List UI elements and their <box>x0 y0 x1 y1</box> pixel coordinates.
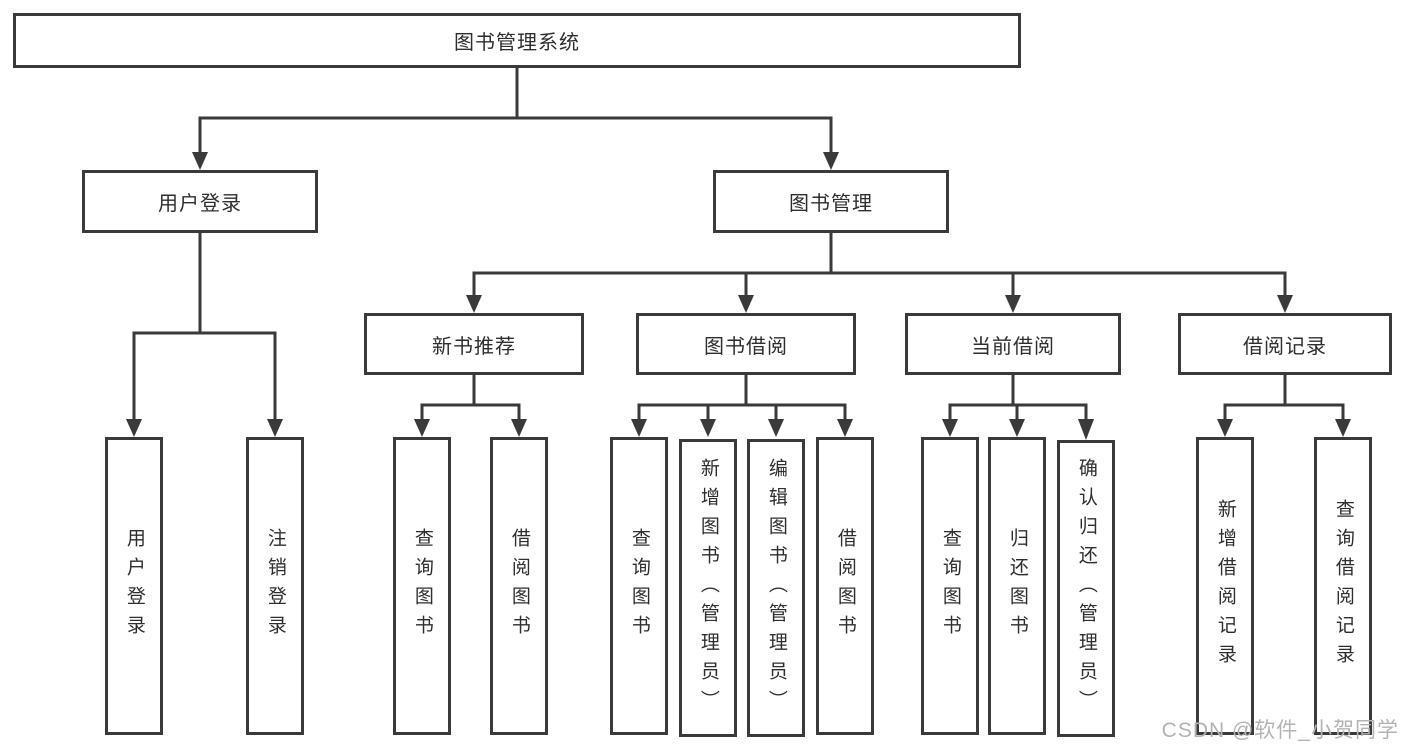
leaf-recommend-borrow-books-label: 借阅图书 <box>508 528 530 644</box>
node-book-management: 图书管理 <box>713 170 949 233</box>
leaf-records-add-record-label: 新增借阅记录 <box>1214 499 1236 673</box>
leaf-current-query-books: 查询图书 <box>921 437 979 735</box>
leaf-current-confirm-return-admin-label: 确认归还（管理员） <box>1075 458 1097 719</box>
leaf-borrow-edit-books-admin: 编辑图书（管理员） <box>747 439 805 737</box>
node-current-borrow: 当前借阅 <box>905 313 1121 375</box>
leaf-logout-label: 注销登录 <box>264 528 286 644</box>
leaf-recommend-query-books: 查询图书 <box>393 437 451 735</box>
node-user-login-label: 用户登录 <box>158 193 242 215</box>
leaf-records-query-record-label: 查询借阅记录 <box>1332 499 1354 673</box>
leaf-logout: 注销登录 <box>246 437 304 735</box>
node-borrow-records: 借阅记录 <box>1178 313 1392 375</box>
node-book-borrow: 图书借阅 <box>636 313 856 375</box>
node-user-login: 用户登录 <box>82 170 318 233</box>
leaf-user-login: 用户登录 <box>105 437 163 735</box>
node-root-system: 图书管理系统 <box>13 13 1021 68</box>
node-borrow-records-label: 借阅记录 <box>1243 335 1327 358</box>
node-new-book-recommend: 新书推荐 <box>364 313 584 375</box>
leaf-recommend-borrow-books: 借阅图书 <box>490 437 548 735</box>
leaf-records-query-record: 查询借阅记录 <box>1314 437 1372 735</box>
leaf-user-login-label: 用户登录 <box>123 528 145 644</box>
leaf-borrow-add-books-admin: 新增图书（管理员） <box>679 439 737 737</box>
leaf-borrow-borrow-books-label: 借阅图书 <box>834 528 856 644</box>
leaf-current-confirm-return-admin: 确认归还（管理员） <box>1057 440 1115 737</box>
leaf-current-return-books: 归还图书 <box>988 437 1046 735</box>
node-book-borrow-label: 图书借阅 <box>704 335 788 358</box>
leaf-records-add-record: 新增借阅记录 <box>1196 437 1254 735</box>
leaf-borrow-edit-books-admin-label: 编辑图书（管理员） <box>765 457 787 719</box>
node-new-book-recommend-label: 新书推荐 <box>432 335 516 358</box>
leaf-borrow-add-books-admin-label: 新增图书（管理员） <box>697 457 719 719</box>
leaf-borrow-query-books: 查询图书 <box>610 437 668 735</box>
leaf-borrow-query-books-label: 查询图书 <box>628 528 650 644</box>
leaf-recommend-query-books-label: 查询图书 <box>411 528 433 644</box>
node-current-borrow-label: 当前借阅 <box>971 335 1055 358</box>
node-root-label: 图书管理系统 <box>454 32 580 54</box>
leaf-borrow-borrow-books: 借阅图书 <box>816 437 874 735</box>
csdn-watermark: CSDN @软件_小贺同学 <box>1161 719 1399 742</box>
arrowhead-icons <box>126 152 1351 440</box>
node-book-management-label: 图书管理 <box>789 193 873 215</box>
leaf-current-return-books-label: 归还图书 <box>1006 528 1028 644</box>
leaf-current-query-books-label: 查询图书 <box>939 528 961 644</box>
